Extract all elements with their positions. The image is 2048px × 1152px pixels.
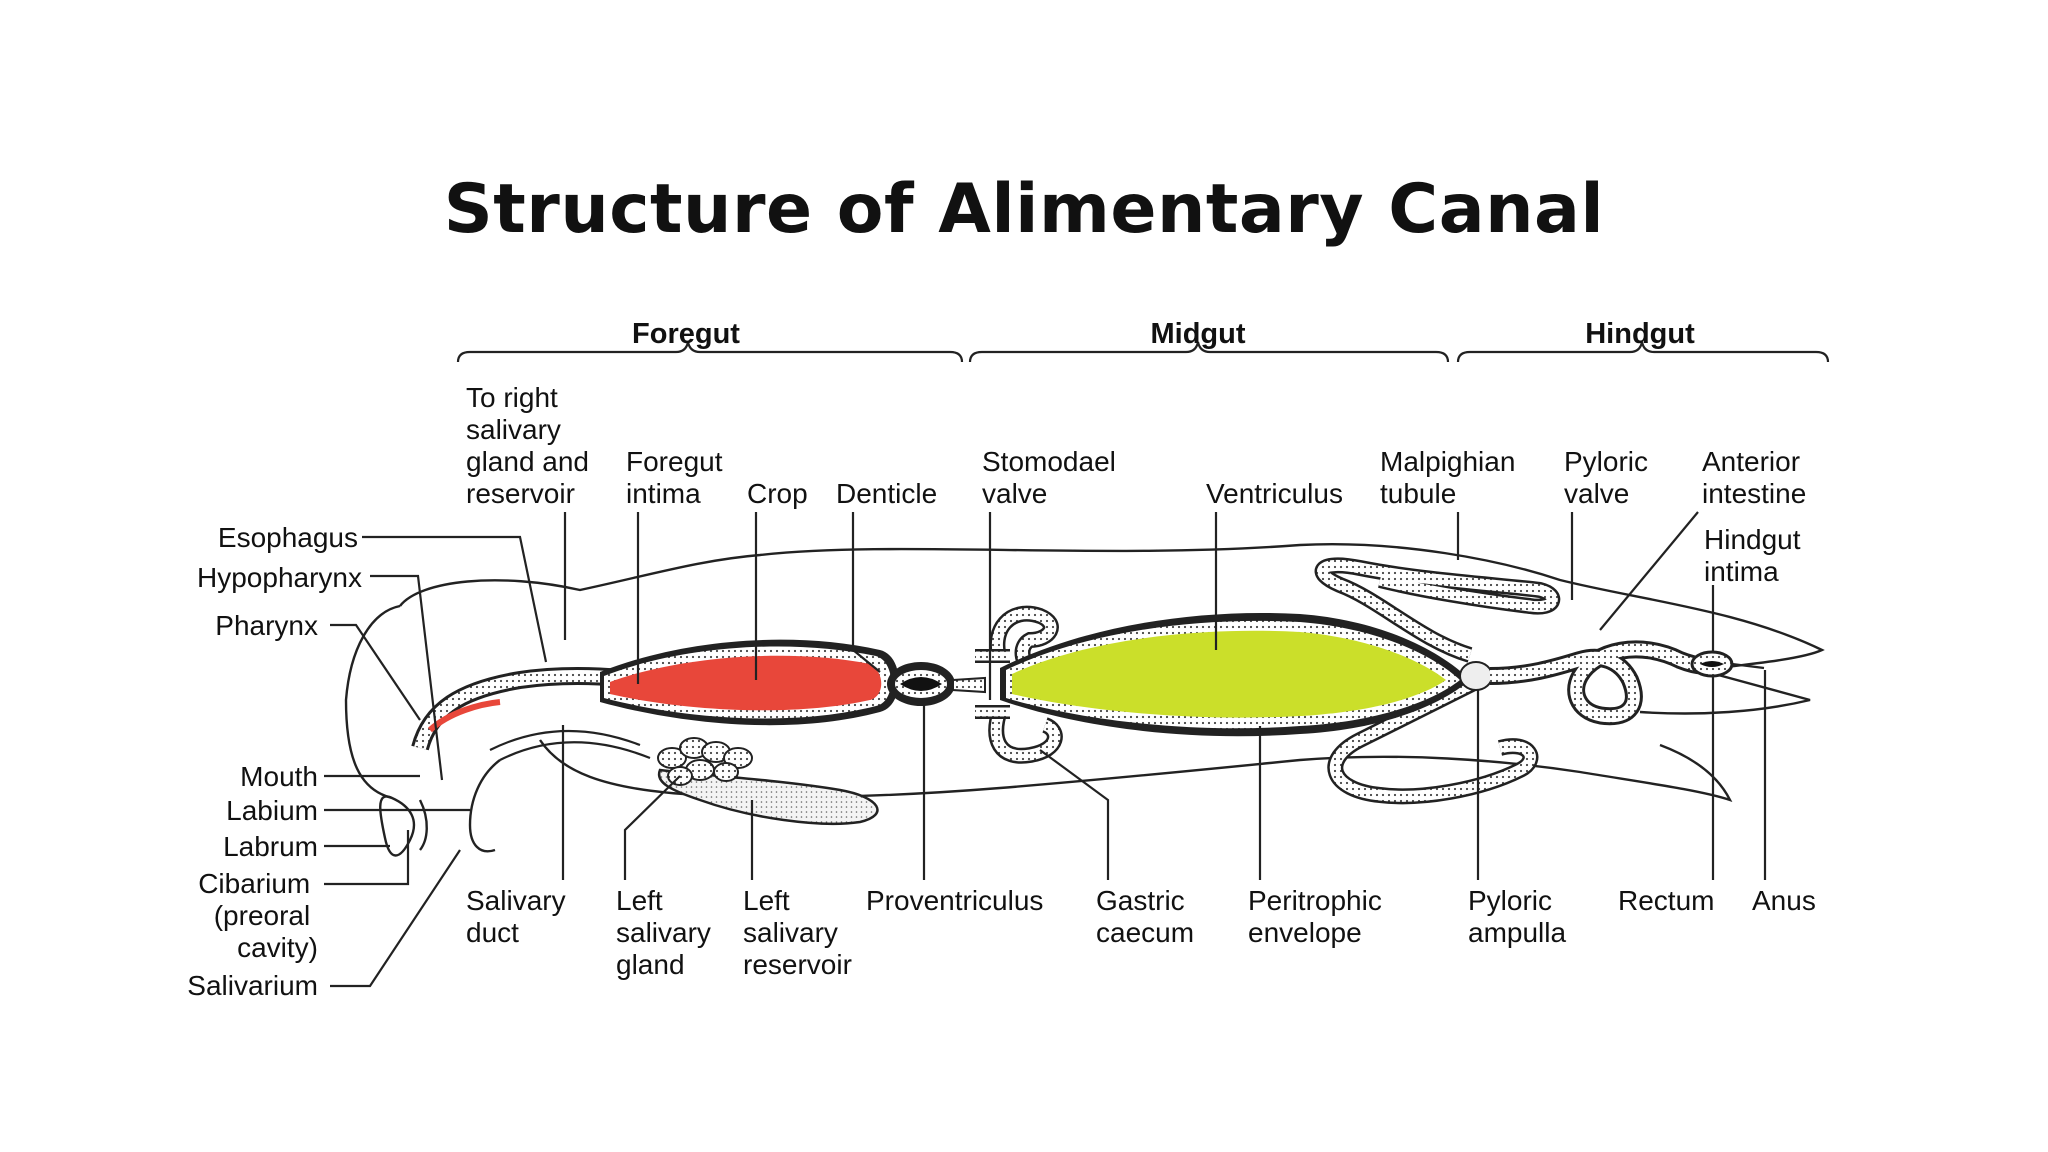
label-left-salivary-reservoir: Left salivary reservoir — [743, 885, 852, 980]
label-peritrophic-envelope: Peritrophic envelope — [1248, 885, 1390, 948]
label-salivary-duct: Salivary duct — [466, 885, 573, 948]
label-denticle: Denticle — [836, 478, 937, 509]
label-pyloric-valve: Pyloric valve — [1564, 446, 1656, 509]
section-hindgut: Hindgut — [1585, 318, 1695, 350]
label-proventriculus: Proventriculus — [866, 885, 1043, 916]
label-salivarium: Salivarium — [187, 970, 318, 1001]
crop — [600, 640, 899, 726]
label-crop: Crop — [747, 478, 808, 509]
label-pharynx: Pharynx — [215, 610, 318, 641]
label-gastric-caecum: Gastric caecum — [1096, 885, 1194, 948]
label-anus: Anus — [1752, 885, 1816, 916]
label-hindgut-intima: Hindgut intima — [1704, 524, 1808, 587]
label-hypopharynx: Hypopharynx — [197, 562, 362, 593]
label-pyloric-ampulla: Pyloric ampulla — [1468, 885, 1566, 948]
label-labium: Labium — [226, 795, 318, 826]
label-cibarium: Cibarium (preoral cavity) — [198, 868, 318, 963]
label-stomodael-valve: Stomodael valve — [982, 446, 1124, 509]
label-anterior-intestine: Anterior intestine — [1702, 446, 1808, 509]
label-foregut-intima: Foregut intima — [626, 446, 730, 509]
section-foregut: Foregut — [632, 318, 740, 350]
salivary-gland-and-reservoir — [490, 731, 877, 824]
hindgut-tube — [1460, 649, 1764, 716]
label-malpighian-tubule: Malpighian tubule — [1380, 446, 1523, 509]
proventriculus — [887, 662, 985, 706]
section-midgut: Midgut — [1150, 318, 1245, 350]
label-mouth: Mouth — [240, 761, 318, 792]
label-to-right-salivary-gland: To right salivary gland and reservoir — [466, 382, 597, 509]
label-labrum: Labrum — [223, 831, 318, 862]
label-ventriculus: Ventriculus — [1206, 478, 1343, 509]
label-esophagus: Esophagus — [218, 522, 358, 553]
label-rectum: Rectum — [1618, 885, 1714, 916]
label-left-salivary-gland: Left salivary gland — [616, 885, 719, 980]
